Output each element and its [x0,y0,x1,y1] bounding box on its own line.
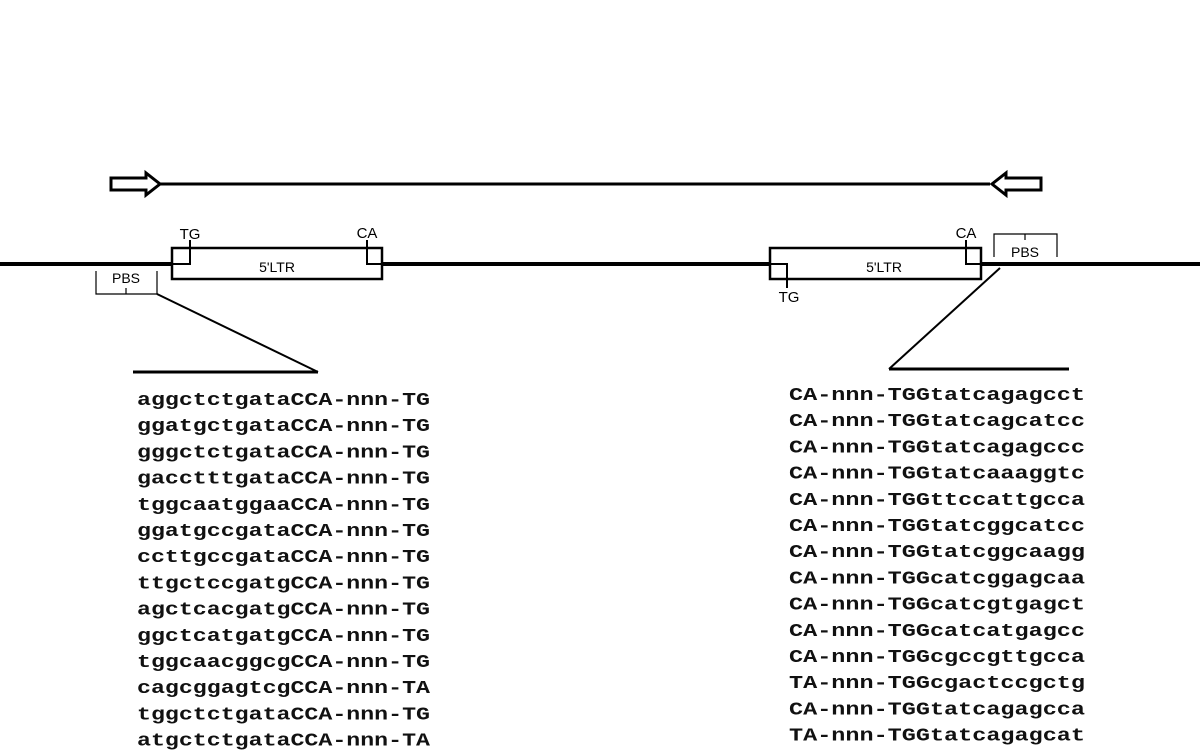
sequence-line: CA-nnn-TGGtatcagagcct [789,385,1085,406]
sequence-line: ggatgctgataCCA-nnn-TG [137,416,430,437]
right-ltr-box [768,246,983,281]
sequence-line: CA-nnn-TGGtatcagcatcc [789,411,1085,432]
left-sequence-list: aggctctgataCCA-nnn-TG ggatgctgataCCA-nnn-… [137,390,431,752]
right-ltr-label: 5'LTR [866,259,902,275]
left-pbs-label: PBS [112,270,140,286]
sequence-line: agctcacgatgCCA-nnn-TG [137,600,430,621]
right-ca-label: CA [956,225,977,242]
sequence-line: TA-nnn-TGGcgactccgctg [789,673,1085,694]
sequence-line: CA-nnn-TGGtatcggcaagg [789,542,1085,563]
right-sequence-list: CA-nnn-TGGtatcagagcctCA-nnn-TGGtatcagcat… [789,385,1085,747]
reverse-primer-arrow-icon [989,169,1043,199]
sequence-line: CA-nnn-TGGcatcatgagcc [789,621,1085,642]
sequence-line: ggatgccgataCCA-nnn-TG [137,521,430,542]
sequence-line: tggcaatggaaCCA-nnn-TG [137,495,430,516]
sequence-line: CA-nnn-TGGcgccgttgcca [789,647,1085,668]
sequence-line: TA-nnn-TGGtatcagagcat [789,726,1085,747]
right-zoom-line [888,267,1001,370]
sequence-line: gacctttgataCCA-nnn-TG [137,469,430,490]
left-ltr-element: TG CA 5'LTR PBS [95,225,384,374]
right-tg-marker [771,263,788,288]
sequence-line: aggctctgataCCA-nnn-TG [137,390,430,411]
sequence-line: atgctctgataCCA-nnn-TA [137,731,431,752]
sequence-line: tggcaacggcgCCA-nnn-TG [137,652,430,673]
left-tg-label: TG [180,226,201,243]
left-ltr-box [170,246,384,281]
left-ca-marker [366,240,381,265]
right-ca-marker [965,240,980,265]
sequence-line: ggctcatgatgCCA-nnn-TG [137,626,430,647]
forward-primer-arrow-icon [109,169,163,199]
sequence-line: CA-nnn-TGGttccattgcca [789,490,1085,511]
sequence-line: ttgctccgatgCCA-nnn-TG [137,573,430,594]
left-ca-label: CA [357,225,378,242]
sequence-line: CA-nnn-TGGtatcggcatcc [789,516,1085,537]
sequence-line: CA-nnn-TGGcatcgtgagct [789,595,1085,616]
sequence-line: tggctctgataCCA-nnn-TG [137,704,430,725]
sequence-line: CA-nnn-TGGcatcggagcaa [789,568,1085,589]
sequence-line: ccttgccgataCCA-nnn-TG [137,547,430,568]
sequence-line: cagcggagtcgCCA-nnn-TA [137,678,431,699]
sequence-line: gggctctgataCCA-nnn-TG [137,442,430,463]
sequence-line: CA-nnn-TGGtatcagagcca [789,699,1085,720]
left-ltr-label: 5'LTR [259,259,295,275]
left-zoom-line [156,293,319,373]
sequence-line: CA-nnn-TGGtatcaaaggtc [789,464,1085,485]
right-pbs-label: PBS [1011,244,1039,260]
left-tg-marker [173,240,191,265]
right-tg-label: TG [779,289,800,306]
sequence-line: CA-nnn-TGGtatcagagccc [789,437,1085,458]
right-ltr-element: TG CA 5'LTR PBS [768,225,1069,371]
